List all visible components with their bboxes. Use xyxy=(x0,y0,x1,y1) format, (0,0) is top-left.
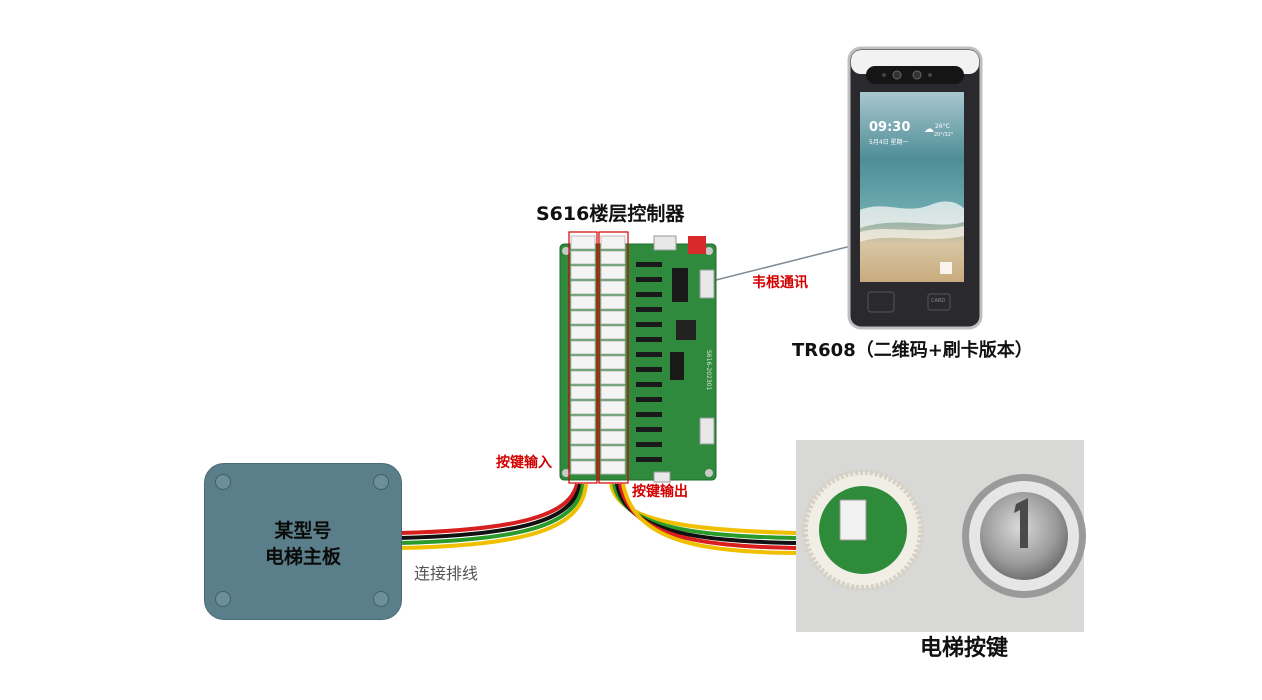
connector-pin xyxy=(600,295,626,310)
connector-pin xyxy=(570,355,596,370)
ribbon-cable-left xyxy=(399,483,588,550)
s616-controller-board: S616-202301 xyxy=(559,231,717,484)
ribbon-cable-right xyxy=(609,483,797,555)
terminal-date: 5月4日 星期一 xyxy=(869,139,909,146)
connector-pin xyxy=(570,415,596,430)
relay-row xyxy=(636,322,662,327)
relay-row xyxy=(636,277,662,282)
relay-row xyxy=(636,352,662,357)
connector-pin xyxy=(570,430,596,445)
wiegand-line xyxy=(715,245,852,281)
connector-strip-left xyxy=(570,235,596,475)
relay-row xyxy=(636,382,662,387)
connector-pin xyxy=(570,250,596,265)
connector-pin xyxy=(570,385,596,400)
connector-pin xyxy=(600,355,626,370)
mount-hole xyxy=(215,474,231,490)
connector-pin xyxy=(600,265,626,280)
connector-pin xyxy=(600,250,626,265)
connector-pin xyxy=(600,430,626,445)
connector-pin xyxy=(570,340,596,355)
connector-pin xyxy=(600,370,626,385)
mount-hole xyxy=(215,591,231,607)
connector-pin xyxy=(600,310,626,325)
connector-pin xyxy=(600,325,626,340)
terminal-card-label: CARD xyxy=(931,298,946,304)
elevator-button-photo xyxy=(796,440,1086,632)
svg-text:S616-202301: S616-202301 xyxy=(705,350,712,391)
connector-pin xyxy=(600,460,626,475)
relay-components xyxy=(636,262,662,462)
wiegand-label: 韦根通讯 xyxy=(752,275,808,291)
relay-row xyxy=(636,337,662,342)
connector-pin xyxy=(600,280,626,295)
connector-pin xyxy=(570,280,596,295)
connector-pin xyxy=(600,385,626,400)
mainboard-label-line1: 某型号 xyxy=(274,520,332,542)
cable-label: 连接排线 xyxy=(414,564,479,583)
mount-hole xyxy=(373,474,389,490)
mainboard-label-line2: 电梯主板 xyxy=(264,546,341,568)
connector-strip-right xyxy=(600,235,626,475)
relay-row xyxy=(636,442,662,447)
connector-pin xyxy=(570,370,596,385)
connector-pin xyxy=(570,460,596,475)
connector-pin xyxy=(570,295,596,310)
tr608-terminal xyxy=(847,46,983,330)
connector-pin xyxy=(570,445,596,460)
relay-row xyxy=(636,367,662,372)
connector-pin xyxy=(570,400,596,415)
terminal-temp-range: 20°/32° xyxy=(934,132,954,138)
key-input-label: 按键输入 xyxy=(496,455,552,471)
elevator-mainboard: 某型号 电梯主板 xyxy=(204,463,402,620)
key-output-label: 按键输出 xyxy=(632,484,688,500)
controller-title: S616楼层控制器 xyxy=(536,203,685,225)
connector-pin xyxy=(570,325,596,340)
relay-row xyxy=(636,397,662,402)
relay-row xyxy=(636,307,662,312)
relay-row xyxy=(636,457,662,462)
relay-row xyxy=(636,262,662,267)
terminal-title: TR608（二维码+刷卡版本） xyxy=(792,340,1033,361)
connector-pin xyxy=(600,235,626,250)
connector-pin xyxy=(600,340,626,355)
mount-hole xyxy=(373,591,389,607)
relay-row xyxy=(636,427,662,432)
connector-pin xyxy=(600,415,626,430)
connector-pin xyxy=(570,235,596,250)
relay-row xyxy=(636,412,662,417)
terminal-temp: 26°C xyxy=(935,123,950,130)
terminal-weather-icon: ☁ xyxy=(924,124,934,135)
elevator-button-title: 电梯按键 xyxy=(920,636,1009,661)
connector-pin xyxy=(570,265,596,280)
connector-pin xyxy=(600,445,626,460)
terminal-time: 09:30 xyxy=(869,120,911,135)
relay-row xyxy=(636,292,662,297)
connector-pin xyxy=(600,400,626,415)
connector-pin xyxy=(570,310,596,325)
